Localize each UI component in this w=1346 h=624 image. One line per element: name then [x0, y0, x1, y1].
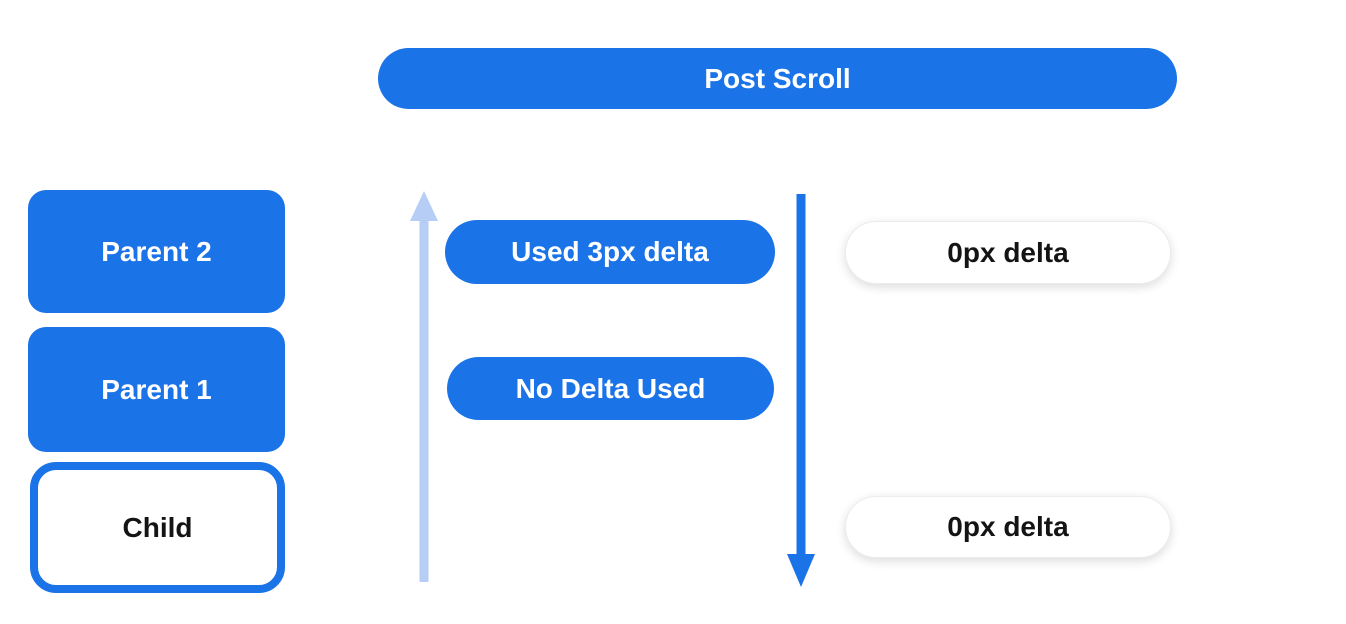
- zero-px-delta-pill-bottom: 0px delta: [845, 496, 1171, 558]
- zero-px-delta-top-label: 0px delta: [947, 236, 1069, 268]
- down-arrow-icon: [787, 194, 815, 587]
- parent2-label: Parent 2: [101, 235, 212, 267]
- used-3px-delta-pill: Used 3px delta: [445, 220, 775, 284]
- up-arrow-icon: [410, 191, 438, 582]
- no-delta-used-label: No Delta Used: [515, 372, 706, 404]
- child-label: Child: [122, 511, 193, 543]
- used-3px-delta-label: Used 3px delta: [511, 236, 709, 267]
- parent2-box: Parent 2: [28, 190, 285, 313]
- parent1-box: Parent 1: [28, 327, 285, 452]
- child-box: Child: [30, 462, 285, 593]
- parent1-label: Parent 1: [101, 373, 212, 405]
- no-delta-used-pill: No Delta Used: [447, 357, 774, 420]
- post-scroll-header-label: Post Scroll: [704, 62, 851, 94]
- post-scroll-header-pill: Post Scroll: [378, 48, 1177, 109]
- zero-px-delta-pill-top: 0px delta: [845, 221, 1171, 284]
- zero-px-delta-bottom-label: 0px delta: [947, 511, 1069, 542]
